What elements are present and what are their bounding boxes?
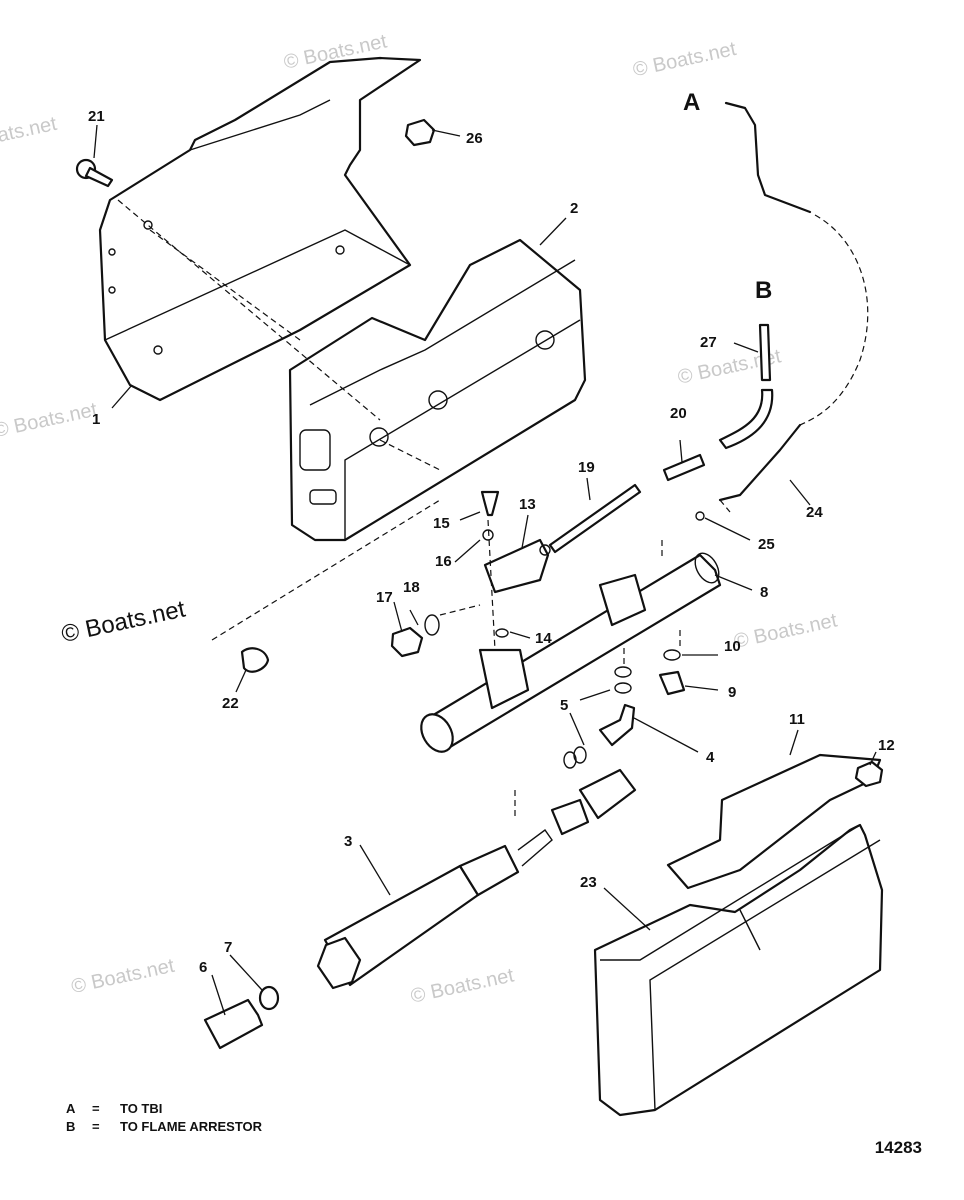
part-23-housing	[593, 823, 884, 1117]
callout-14: 14	[535, 630, 552, 647]
callout-27: 27	[700, 334, 717, 351]
legend-text-a: TO TBI	[120, 1101, 163, 1116]
callout-15: 15	[433, 515, 450, 532]
part-3-filter-assembly	[316, 768, 637, 990]
legend-key-a: A	[66, 1101, 76, 1116]
part-27-hose	[718, 323, 774, 450]
part-19-rod	[548, 483, 642, 554]
callout-8: 8	[760, 584, 768, 601]
legend: A = TO TBI B = TO FLAME ARRESTOR	[66, 1100, 262, 1136]
legend-key-b: B	[66, 1119, 76, 1134]
assembly-lines	[117, 199, 731, 820]
part-10-oring	[663, 649, 681, 661]
callout-23: 23	[580, 874, 597, 891]
legend-row-b: B = TO FLAME ARRESTOR	[66, 1118, 262, 1136]
section-label-a: A	[683, 89, 700, 116]
callout-11: 11	[789, 711, 805, 728]
part-8-fuel-rail	[420, 552, 722, 753]
callout-5: 5	[560, 697, 568, 714]
watermark-4: © Boats.net	[0, 399, 100, 442]
watermark-7: © Boats.net	[732, 609, 840, 652]
callout-16: 16	[435, 553, 452, 570]
callout-1: 1	[92, 411, 100, 428]
part-9-fitting	[658, 670, 686, 696]
part-7-washer	[258, 985, 280, 1011]
figure-number: 14283	[874, 1138, 922, 1157]
callout-6: 6	[199, 959, 207, 976]
part-1-bracket	[98, 56, 422, 402]
callout-4: 4	[706, 749, 715, 766]
watermark-8: © Boats.net	[69, 955, 177, 998]
callout-2: 2	[570, 200, 578, 217]
callout-19: 19	[578, 459, 595, 476]
legend-row-a: A = TO TBI	[66, 1100, 262, 1118]
callout-7: 7	[224, 939, 232, 956]
callout-13: 13	[519, 496, 536, 513]
legend-equals-b: =	[92, 1119, 100, 1134]
part-5-orings	[563, 666, 632, 769]
legend-equals-a: =	[92, 1101, 100, 1116]
part-25-oring	[695, 511, 705, 521]
part-26-nut	[404, 118, 436, 147]
callout-26: 26	[466, 130, 483, 147]
section-label-b: B	[755, 277, 772, 304]
callout-21: 21	[88, 108, 105, 125]
callout-25: 25	[758, 536, 775, 553]
watermark-1: © Boats.net	[0, 113, 59, 156]
callout-12: 12	[878, 737, 895, 754]
part-21-screw	[75, 158, 114, 188]
watermark-prominent: © Boats.net	[59, 596, 188, 649]
part-22-grommet	[240, 647, 270, 673]
part-14-washer	[495, 628, 509, 638]
part-2-housing	[288, 238, 587, 542]
part-6-fitting	[203, 998, 264, 1050]
part-18-washer	[424, 614, 440, 636]
callout-9: 9	[728, 684, 736, 701]
callout-10: 10	[724, 638, 741, 655]
legend-text-b: TO FLAME ARRESTOR	[120, 1119, 263, 1134]
hose-a-line	[718, 101, 869, 502]
part-20-fitting	[662, 453, 706, 482]
part-15-bolt	[480, 490, 500, 517]
part-4-elbow	[598, 703, 636, 747]
callout-20: 20	[670, 405, 687, 422]
leader-lines	[93, 124, 877, 1016]
callout-18: 18	[403, 579, 420, 596]
callout-22: 22	[222, 695, 239, 712]
callout-17: 17	[376, 589, 393, 606]
part-16-washer	[482, 529, 494, 541]
callouts: 1 2 3 4 5 6 7 8 9 10 11 12 13 14 15 16 1…	[88, 108, 895, 976]
part-17-nut	[390, 626, 424, 658]
watermark-9: © Boats.net	[409, 964, 517, 1007]
watermark-3: © Boats.net	[631, 38, 739, 81]
part-13-regulator	[483, 538, 551, 594]
callout-3: 3	[344, 833, 352, 850]
callout-24: 24	[806, 504, 823, 521]
